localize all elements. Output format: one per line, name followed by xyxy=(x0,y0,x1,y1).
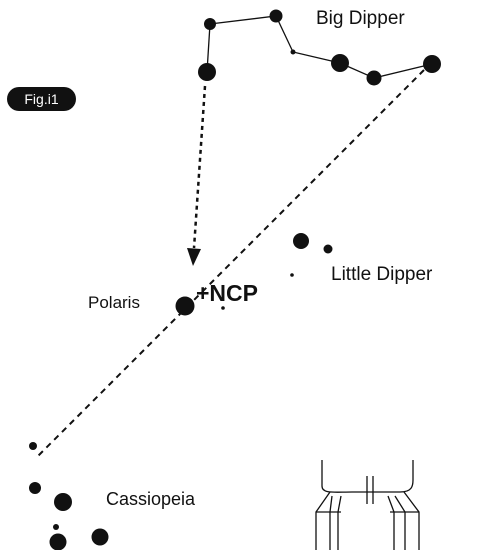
pointer-arrow-line xyxy=(192,85,207,249)
big-dipper-star xyxy=(331,54,349,72)
big-dipper-star xyxy=(290,49,296,55)
big-dipper-constellation xyxy=(198,9,441,86)
cassiopeia-star xyxy=(53,524,59,530)
little-dipper-star xyxy=(221,306,225,310)
cassiopeia-star xyxy=(29,482,41,494)
pointer-arrow xyxy=(187,85,207,266)
cassiopeia-label: Cassiopeia xyxy=(106,489,196,509)
little-dipper-star xyxy=(290,273,294,277)
big-dipper-star xyxy=(198,63,216,81)
big-dipper-star xyxy=(423,55,441,73)
cassiopeia-star xyxy=(54,493,72,511)
little-dipper-label: Little Dipper xyxy=(331,264,433,285)
big-dipper-label: Big Dipper xyxy=(316,8,405,29)
polaris-star xyxy=(175,296,195,316)
little-dipper-star xyxy=(323,244,333,254)
cassiopeia-star xyxy=(91,528,109,546)
little-dipper-star xyxy=(293,233,309,249)
figure-tag-badge: Fig.i1 xyxy=(7,87,76,111)
alignment-dotted-line xyxy=(35,69,425,459)
ncp-label: +NCP xyxy=(196,280,258,306)
polaris-label: Polaris xyxy=(88,293,140,312)
big-dipper-star xyxy=(204,18,216,30)
big-dipper-outline xyxy=(209,15,433,79)
big-dipper-star xyxy=(366,70,382,86)
arrow-head-icon xyxy=(187,248,201,266)
cassiopeia-constellation xyxy=(29,442,109,550)
cassiopeia-star xyxy=(29,442,37,450)
telescope-tripod-drawing xyxy=(315,460,420,550)
little-dipper-constellation xyxy=(221,233,333,310)
big-dipper-star xyxy=(269,9,283,23)
cassiopeia-star xyxy=(49,533,67,550)
